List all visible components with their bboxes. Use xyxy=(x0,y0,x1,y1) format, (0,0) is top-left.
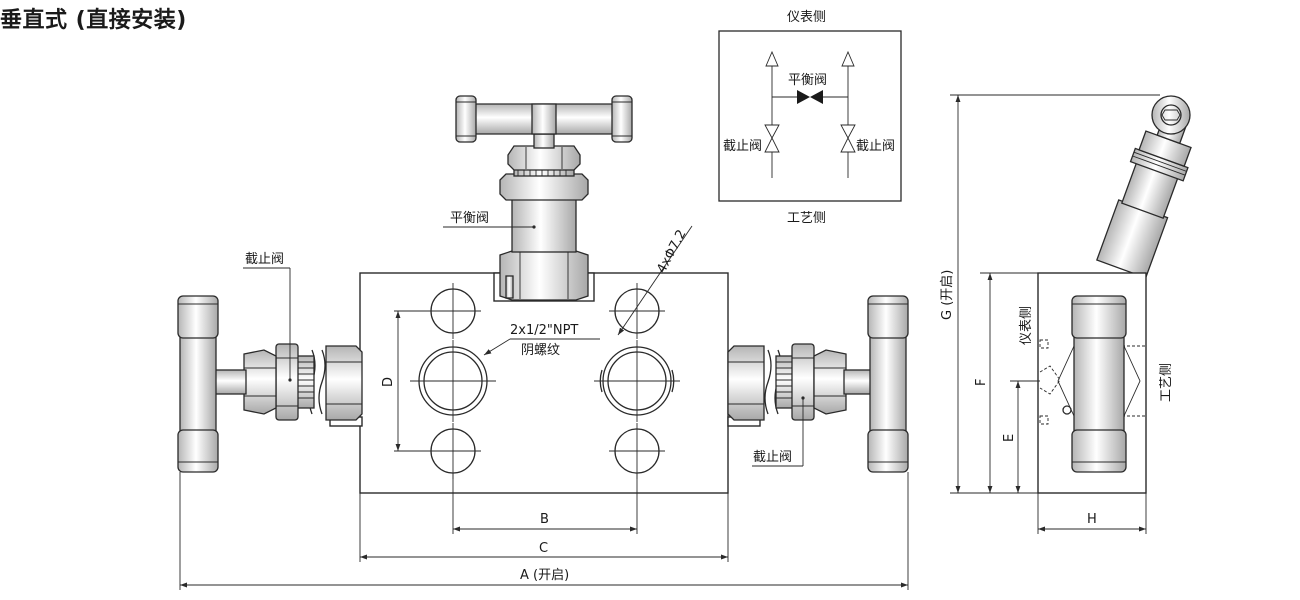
left-arrow-up-icon xyxy=(765,50,779,67)
dim-e-label: E xyxy=(1002,434,1017,442)
front-view: 平衡阀 截止阀 截止阀 4xΦ7.2 2x1/2"NPT 阴螺纹 D B xyxy=(177,95,909,590)
right-bonnet-hex xyxy=(727,345,765,421)
side-process-label: 工艺侧 xyxy=(1159,363,1174,402)
right-stop-valve-icon xyxy=(840,124,856,153)
left-stop-valve-icon xyxy=(764,124,780,153)
dim-b-label: B xyxy=(540,512,549,527)
dim-g-label: G (开启) xyxy=(940,270,955,320)
stop-valve-left-label: 截止阀 xyxy=(245,252,284,267)
left-bonnet-hex xyxy=(325,345,363,421)
schematic-stop-right-label: 截止阀 xyxy=(856,139,895,154)
handle-cap-left xyxy=(455,95,477,143)
page-title: 垂直式 (直接安装) xyxy=(0,8,187,33)
left-gland-nut xyxy=(275,343,299,421)
vent-pin xyxy=(505,275,514,299)
left-handle-cap-bottom xyxy=(177,429,219,473)
dim-d-label: D xyxy=(381,377,396,387)
right-handle xyxy=(869,329,907,439)
side-view: 仪表侧 工艺侧 G (开启) F E H xyxy=(940,94,1192,534)
right-arrow-up-icon xyxy=(841,50,855,67)
side-stop-valve-body xyxy=(1073,329,1125,439)
dim-c-label: C xyxy=(539,541,548,556)
dim-a-label: A (开启) xyxy=(520,568,569,583)
stop-valve-left xyxy=(177,295,363,473)
stop-valve-right-label: 截止阀 xyxy=(753,450,792,465)
handle-hub xyxy=(531,103,557,135)
mounting-holes xyxy=(425,283,665,479)
schematic-balance-label: 平衡阀 xyxy=(788,73,827,88)
manifold-body xyxy=(359,272,729,494)
dim-f-label: F xyxy=(974,379,989,386)
side-handle-socket-icon xyxy=(1161,109,1181,121)
side-balance-valve xyxy=(1096,117,1192,279)
handle-cap-right xyxy=(611,95,633,143)
right-spindle xyxy=(843,369,873,395)
side-stop-cap-bottom xyxy=(1071,429,1127,473)
right-hex xyxy=(813,349,847,415)
left-handle xyxy=(179,329,217,439)
holes-label: 4xΦ7.2 xyxy=(654,227,689,275)
thread-label-2: 阴螺纹 xyxy=(521,343,560,358)
thread-label: 2x1/2"NPT xyxy=(510,323,578,338)
balance-valve-stem xyxy=(511,197,577,253)
schematic-stop-left-label: 截止阀 xyxy=(723,139,762,154)
left-spindle xyxy=(213,369,247,395)
side-instrument-label: 仪表侧 xyxy=(1019,306,1034,345)
right-handle-cap-top xyxy=(867,295,909,339)
spindle xyxy=(533,133,555,149)
schematic-top-label: 仪表侧 xyxy=(787,10,826,25)
balance-valve-icon xyxy=(797,90,823,104)
stop-valve-right xyxy=(727,295,909,473)
side-stop-cap-top xyxy=(1071,295,1127,339)
right-handle-cap-bottom xyxy=(867,429,909,473)
left-hex xyxy=(243,349,277,415)
left-handle-cap-top xyxy=(177,295,219,339)
npt-ports xyxy=(410,340,680,422)
balance-valve-label: 平衡阀 xyxy=(450,211,489,226)
schematic-bottom-label: 工艺侧 xyxy=(787,211,826,226)
dim-h-label: H xyxy=(1087,512,1097,527)
left-thread xyxy=(295,355,315,409)
side-handle-end xyxy=(1151,95,1191,135)
balance-valve-hex-upper xyxy=(507,145,581,171)
flow-schematic: 仪表侧 工艺侧 平衡阀 截止阀 截止阀 xyxy=(718,10,902,226)
gland-collar xyxy=(499,173,589,201)
schematic-frame xyxy=(718,30,902,202)
right-thread xyxy=(775,355,795,409)
